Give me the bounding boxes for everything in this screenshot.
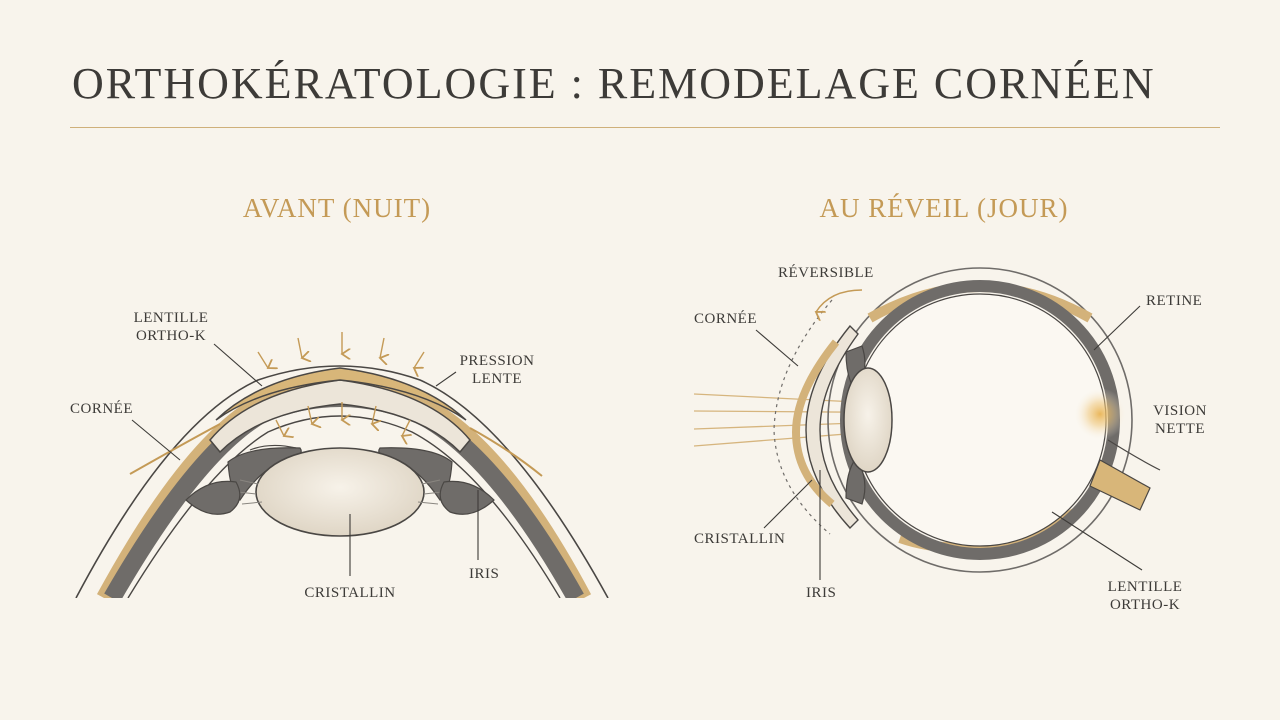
right-cornea [805, 324, 859, 530]
retina-label: RETINE [1146, 293, 1203, 309]
left-crystalline [255, 447, 425, 537]
left-lens-label-line2: ORTHO-K [135, 328, 207, 344]
optic-nerve [1089, 459, 1151, 511]
left-lens-label: LENTILLE ORTHO-K [126, 309, 216, 345]
title-divider [70, 127, 1220, 128]
left-cornea-label: CORNÉE [70, 401, 133, 417]
reversible-label: RÉVERSIBLE [778, 265, 874, 281]
left-sclera-outer [75, 365, 609, 598]
left-orthok-lens [215, 367, 467, 421]
right-lens-label-line1: LENTILLE [1107, 579, 1183, 595]
pressure-arrows-inner [275, 402, 410, 436]
left-panel-heading: AVANT (NUIT) [242, 193, 432, 223]
right-panel-heading: AU RÉVEIL (JOUR) [819, 193, 1069, 223]
vision-label-line2: NETTE [1155, 421, 1205, 437]
right-orthok-lens [791, 339, 840, 508]
right-eye-cross-section [693, 267, 1161, 573]
right-lens-label-line2: ORTHO-K [1109, 597, 1181, 613]
original-cornea-contour [773, 299, 833, 535]
pressure-label: PRESSION LENTE [452, 352, 542, 388]
right-lens-label: LENTILLE ORTHO-K [1100, 578, 1190, 614]
pressure-label-line2: LENTE [472, 371, 522, 387]
right-crystalline-label: CRISTALLIN [694, 531, 786, 547]
vision-label: VISION NETTE [1140, 402, 1220, 438]
left-lens-label-line1: LENTILLE [133, 310, 209, 326]
pressure-label-line1: PRESSION [459, 353, 535, 369]
left-eye-cross-section [75, 365, 609, 598]
right-crystalline [843, 367, 893, 473]
vision-label-line1: VISION [1153, 403, 1207, 419]
reversible-arrow [816, 289, 863, 312]
right-cornea-label: CORNÉE [694, 311, 757, 327]
left-crystalline-label: CRISTALLIN [304, 585, 396, 601]
left-iris-label: IRIS [469, 566, 500, 582]
pressure-arrows-outer [257, 332, 425, 368]
right-iris-label: IRIS [806, 585, 837, 601]
page-title: ORTHOKÉRATOLOGIE : REMODELAGE CORNÉEN [72, 59, 1156, 108]
left-cornea [209, 379, 471, 454]
focus-point [1074, 388, 1126, 440]
